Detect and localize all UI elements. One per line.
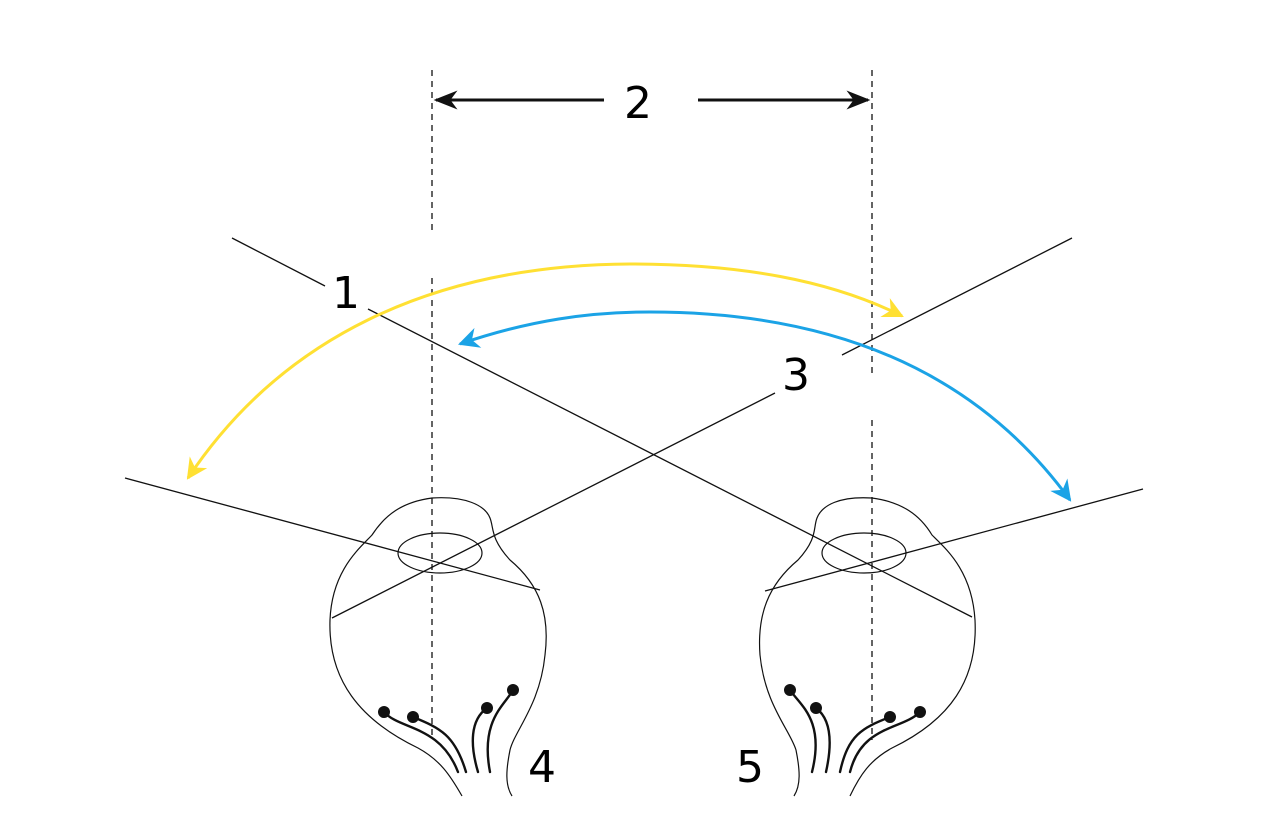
- label-3: 3: [782, 350, 810, 401]
- right-eye-lens: [821, 532, 907, 574]
- label-1: 1: [332, 268, 360, 319]
- right-field-ray: [764, 488, 1144, 592]
- left-eye: [329, 497, 547, 797]
- right-eye: [758, 497, 976, 797]
- label-4: 4: [528, 742, 556, 793]
- left-eye-outline: [329, 497, 547, 797]
- right-eye-outline: [758, 497, 976, 797]
- right-eye-visual-ray: [331, 237, 1073, 619]
- left-field-ray: [124, 477, 541, 591]
- label-5: 5: [736, 742, 764, 793]
- left-retina-receptors: [378, 684, 519, 774]
- yellow-field-arc: [186, 262, 904, 480]
- left-eye-lens: [397, 532, 483, 574]
- right-retina-receptors: [784, 684, 926, 774]
- blue-field-arc: [458, 310, 1072, 502]
- label-2: 2: [624, 78, 652, 129]
